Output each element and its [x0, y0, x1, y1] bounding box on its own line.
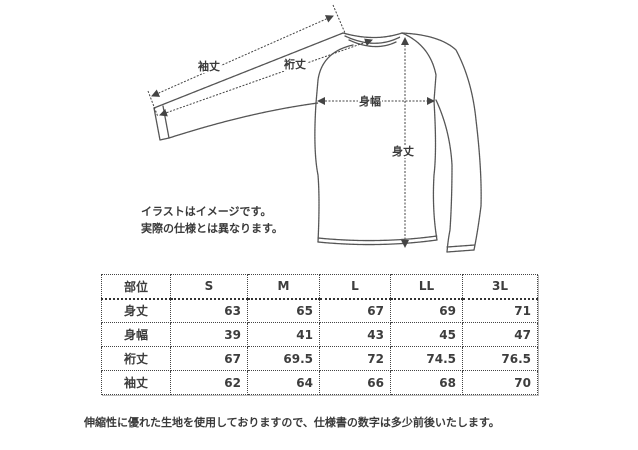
cell-value: 76.5 [462, 346, 538, 371]
label-body-width: 身幅 [358, 95, 382, 108]
cell-value: 66 [319, 370, 391, 395]
header-size-s: S [170, 274, 248, 300]
garment-illustration: 袖丈 裄丈 身幅 身丈 イラストはイメージです。 実際の仕様とは異なります。 [141, 4, 482, 253]
illustration-note-2: 実際の仕様とは異なります。 [141, 222, 283, 235]
cell-value: 67 [319, 298, 391, 323]
cell-value: 64 [247, 370, 320, 395]
cell-value: 68 [390, 370, 463, 395]
cell-value: 74.5 [390, 346, 463, 371]
cell-value: 71 [462, 298, 538, 323]
row-part: 袖丈 [101, 370, 171, 395]
table-row: 袖丈 62 64 66 68 70 [101, 370, 538, 395]
cell-value: 70 [462, 370, 538, 395]
table-row: 裄丈 67 69.5 72 74.5 76.5 [101, 346, 538, 371]
cell-value: 65 [247, 298, 320, 323]
row-part: 身幅 [101, 322, 171, 347]
row-part: 身丈 [101, 298, 171, 323]
cell-value: 69.5 [247, 346, 320, 371]
cell-value: 62 [170, 370, 248, 395]
header-size-m: M [247, 274, 320, 300]
header-part: 部位 [101, 274, 171, 300]
cell-value: 43 [319, 322, 391, 347]
cell-value: 45 [390, 322, 463, 347]
cell-value: 67 [170, 346, 248, 371]
label-body-length: 身丈 [391, 145, 415, 158]
table-row: 身幅 39 41 43 45 47 [101, 322, 538, 347]
cell-value: 41 [247, 322, 320, 347]
table-header-row: 部位 S M L LL 3L [101, 274, 538, 300]
illustration-note-1: イラストはイメージです。 [141, 205, 272, 218]
cell-value: 69 [390, 298, 463, 323]
header-size-ll: LL [390, 274, 463, 300]
cell-value: 72 [319, 346, 391, 371]
size-chart-table: 部位 S M L LL 3L 身丈 63 65 67 69 71 身幅 39 4… [101, 274, 538, 395]
cell-value: 47 [462, 322, 538, 347]
shirt-outline-icon [147, 4, 482, 253]
label-yuki-length: 裄丈 [283, 58, 307, 71]
row-part: 裄丈 [101, 346, 171, 371]
cell-value: 39 [170, 322, 248, 347]
label-sleeve-length: 袖丈 [197, 60, 221, 73]
header-size-3l: 3L [462, 274, 538, 300]
header-size-l: L [319, 274, 391, 300]
table-row: 身丈 63 65 67 69 71 [101, 298, 538, 323]
stretch-fabric-footnote: 伸縮性に優れた生地を使用しておりますので、仕様書の数字は多少前後いたします。 [84, 416, 500, 429]
cell-value: 63 [170, 298, 248, 323]
